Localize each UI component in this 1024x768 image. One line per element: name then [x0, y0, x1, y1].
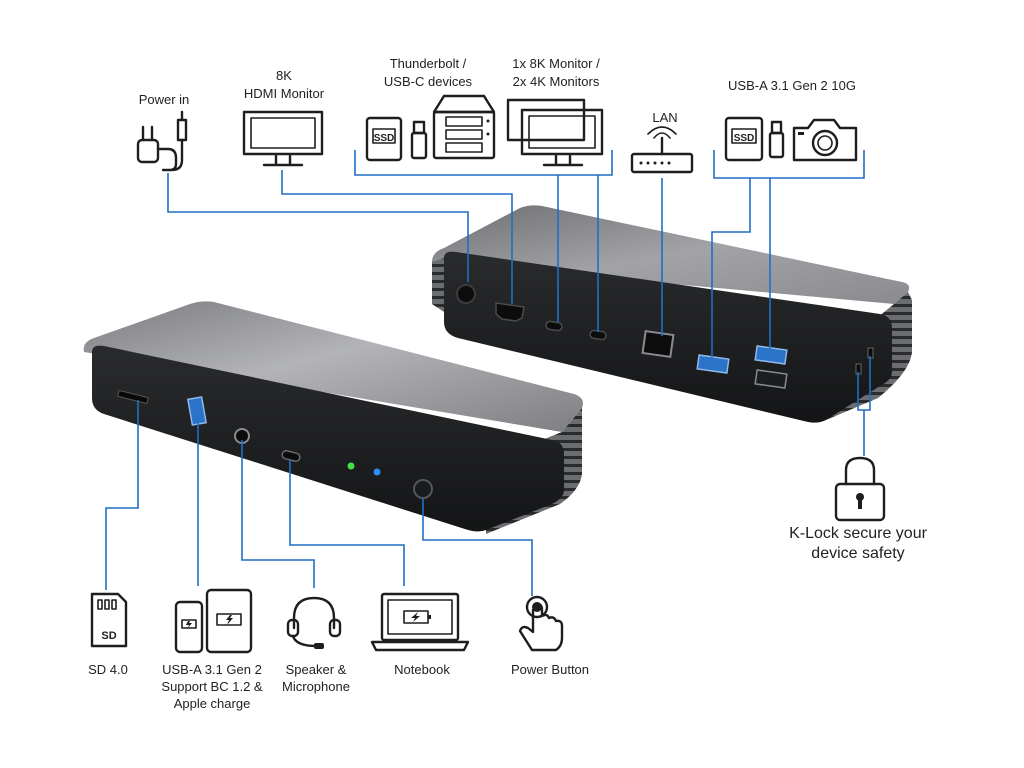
front-dock [83, 301, 583, 534]
hdmi-port [495, 302, 525, 322]
label-power-button: Power Button [511, 662, 589, 677]
ssd-label-rear: SSD [734, 133, 755, 144]
front-dock-face [92, 345, 564, 532]
label-hdmi-line2: HDMI Monitor [244, 86, 325, 101]
front-dock-top [83, 301, 583, 432]
ssd-label-top: SSD [374, 133, 395, 144]
label-usba-front-line3: Apple charge [174, 696, 251, 711]
thunderbolt-port-1 [545, 320, 563, 332]
wire-thunderbolt-bracket [354, 150, 613, 176]
sd-card-slot [117, 389, 149, 405]
lock-icon [834, 456, 886, 522]
label-power-in: Power in [139, 92, 190, 107]
sd-card-icon: SD [90, 592, 128, 648]
connector-lines [105, 150, 871, 596]
wire-usba-rear-bracket [713, 150, 865, 179]
wire-hdmi [281, 170, 513, 304]
sd-card-label: SD [101, 630, 116, 642]
wire-usbc-front [289, 460, 405, 586]
usb-stick-icon-rear [768, 120, 785, 159]
label-monitor-line2: 2x 4K Monitors [513, 74, 600, 89]
notebook-icon [370, 592, 470, 652]
rear-dock-side-left [432, 258, 444, 312]
wire-power-button [422, 498, 533, 596]
camera-icon [792, 118, 858, 162]
headset-icon [286, 596, 342, 649]
labels: Power in 8K HDMI Monitor Thunderbolt / U… [88, 56, 927, 711]
label-audio-line2: Microphone [282, 679, 350, 694]
status-led-green [347, 462, 355, 470]
label-monitor-line1: 1x 8K Monitor / [512, 56, 600, 71]
ssd-icon-rear: SSD [724, 116, 764, 162]
status-led-blue [373, 468, 381, 476]
rear-usba-port-3 [754, 369, 788, 389]
power-adapter-icon [136, 110, 188, 172]
front-usba-port [186, 396, 208, 426]
rear-dock-top [432, 205, 910, 304]
label-thunderbolt-line2: USB-C devices [384, 74, 473, 89]
label-thunderbolt-line1: Thunderbolt / [390, 56, 467, 71]
rear-usba-port-2 [754, 345, 788, 365]
label-lan: LAN [652, 110, 677, 125]
label-klock-line2: device safety [811, 545, 904, 562]
wire-audio [241, 440, 315, 588]
storage-enclosure-icon [432, 94, 496, 160]
lan-port [641, 330, 675, 358]
label-klock-line1: K-Lock secure your [789, 525, 928, 542]
wire-power-in [167, 173, 469, 282]
label-notebook: Notebook [394, 662, 450, 677]
dual-monitor-icon [506, 98, 604, 167]
label-usba-rear: USB-A 3.1 Gen 2 10G [728, 78, 856, 93]
wire-usba-rear-1 [711, 178, 751, 360]
label-usba-front-line2: Support BC 1.2 & [161, 679, 262, 694]
usb-stick-icon-top [410, 120, 428, 160]
dc-in-port [456, 284, 476, 304]
hdmi-monitor-icon [242, 110, 324, 167]
ssd-icon-top: SSD [365, 116, 403, 162]
label-audio-line1: Speaker & [286, 662, 347, 677]
rear-dock [432, 205, 912, 423]
lan-router-icon [630, 126, 694, 174]
label-usba-front-line1: USB-A 3.1 Gen 2 [162, 662, 262, 677]
label-sd: SD 4.0 [88, 662, 128, 677]
front-usbc-port [281, 450, 301, 462]
label-hdmi-line1: 8K [276, 68, 292, 83]
press-hand-icon [518, 595, 564, 652]
wire-sd [105, 400, 139, 590]
power-button-hw [413, 479, 433, 499]
phone-tablet-charge-icon [174, 588, 253, 654]
rear-usba-port-1 [696, 354, 730, 374]
